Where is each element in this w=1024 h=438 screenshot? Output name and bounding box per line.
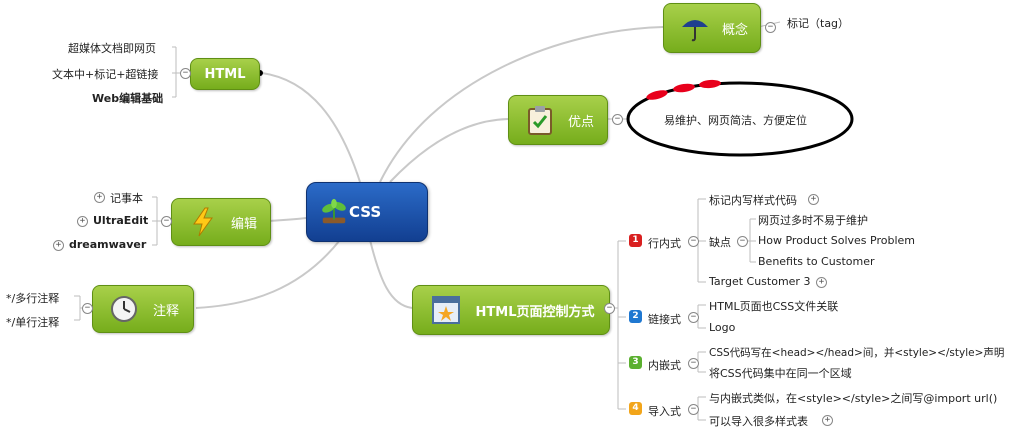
highlight-ellipse [626, 81, 854, 157]
html-leaf-3: Web编辑基础 [92, 92, 164, 105]
collapse-toggle[interactable]: − [180, 68, 191, 79]
expand-toggle[interactable]: + [53, 240, 64, 251]
concept-leaf: 标记（tag） [787, 17, 850, 30]
embed-item-1: CSS代码写在<head></head>间，并<style></style>声明 [709, 347, 1005, 359]
priority-3-badge: 3 [629, 356, 642, 369]
control-topic-label: HTML页面控制方式 [475, 304, 595, 320]
collapse-toggle[interactable]: − [82, 303, 93, 314]
import-item-2: 可以导入很多样式表 [709, 415, 808, 428]
drawback-2: How Product Solves Problem [758, 234, 916, 247]
umbrella-icon [680, 13, 710, 43]
collapse-toggle[interactable]: − [688, 404, 699, 415]
comment-topic-label: 注释 [152, 303, 179, 319]
collapse-toggle[interactable]: − [688, 358, 699, 369]
inline-item-3: Target Customer 3 [709, 275, 811, 288]
inline-item-2: 缺点 [709, 236, 731, 249]
edit-leaf-2: UltraEdit [93, 214, 149, 227]
inline-item-1: 标记内写样式代码 [709, 194, 797, 207]
advantage-topic-label: 优点 [567, 114, 594, 130]
expand-toggle[interactable]: + [77, 216, 88, 227]
edit-topic-label: 编辑 [230, 216, 257, 232]
link-item-2: Logo [709, 321, 736, 334]
edit-topic[interactable]: 编辑 [171, 198, 271, 246]
collapse-toggle[interactable]: − [604, 303, 615, 314]
control-topic[interactable]: HTML页面控制方式 [412, 285, 610, 335]
central-topic[interactable]: CSS [306, 182, 428, 242]
link-item-1: HTML页面也CSS文件关联 [709, 300, 839, 313]
star-window-icon [431, 295, 461, 325]
expand-toggle[interactable]: + [94, 192, 105, 203]
comment-leaf-2: */单行注释 [6, 316, 60, 329]
html-leaf-1: 超媒体文档即网页 [68, 42, 156, 55]
collapse-toggle[interactable]: − [765, 22, 776, 33]
collapse-toggle[interactable]: − [688, 236, 699, 247]
collapse-toggle[interactable]: − [161, 216, 172, 227]
collapse-toggle[interactable]: − [612, 114, 623, 125]
concept-topic-label: 概念 [721, 22, 748, 38]
clock-icon [109, 294, 139, 324]
collapse-toggle[interactable]: − [737, 236, 748, 247]
embed-label: 内嵌式 [648, 359, 681, 372]
advantage-topic[interactable]: 优点 [508, 95, 608, 145]
central-topic-label: CSS [349, 203, 382, 221]
inline-label: 行内式 [648, 237, 681, 250]
html-leaf-2: 文本中+标记+超链接 [52, 68, 159, 81]
plant-icon [319, 197, 349, 227]
expand-toggle[interactable]: + [808, 194, 819, 205]
drawback-3: Benefits to Customer [758, 255, 875, 268]
edit-leaf-1: 记事本 [110, 192, 143, 205]
advantage-leaf: 易维护、网页简洁、方便定位 [664, 114, 807, 127]
drawback-1: 网页过多时不易于维护 [758, 214, 868, 227]
comment-leaf-1: */多行注释 [6, 292, 60, 305]
expand-toggle[interactable]: + [816, 277, 827, 288]
expand-toggle[interactable]: + [822, 415, 833, 426]
comment-topic[interactable]: 注释 [92, 285, 194, 333]
priority-2-badge: 2 [629, 310, 642, 323]
collapse-toggle[interactable]: − [688, 312, 699, 323]
embed-item-2: 将CSS代码集中在同一个区域 [709, 367, 852, 380]
priority-4-badge: 4 [629, 402, 642, 415]
import-item-1: 与内嵌式类似，在<style></style>之间写@import url() [709, 392, 998, 405]
html-topic-label: HTML [204, 66, 246, 82]
lightning-icon [188, 207, 218, 237]
link-label: 链接式 [648, 313, 681, 326]
import-label: 导入式 [648, 405, 681, 418]
html-topic[interactable]: HTML [190, 58, 260, 90]
edit-leaf-3: dreamwaver [69, 238, 147, 251]
concept-topic[interactable]: 概念 [663, 3, 761, 53]
clipboard-check-icon [525, 105, 555, 135]
priority-1-badge: 1 [629, 234, 642, 247]
